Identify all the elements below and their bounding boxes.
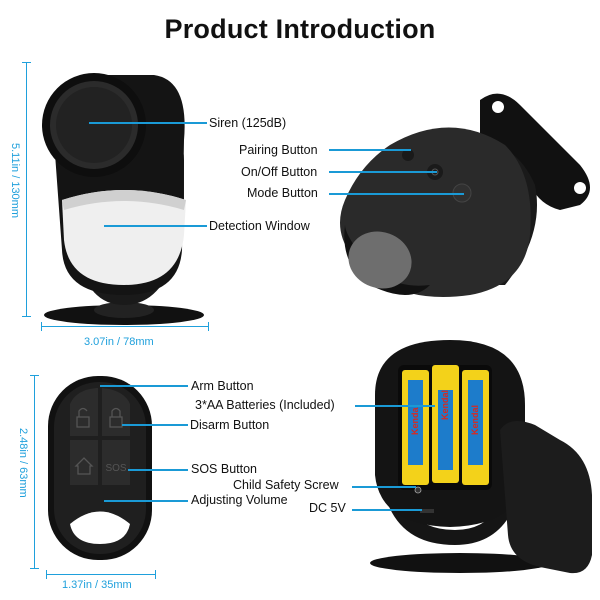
- remote-width-bar: [46, 574, 156, 576]
- mode-callout-line: [329, 193, 464, 195]
- batteries-callout-line: [355, 405, 435, 407]
- remote-width-right-tick: [155, 570, 157, 579]
- arm-button-label: Arm Button: [191, 379, 254, 393]
- svg-text:SOS: SOS: [105, 463, 126, 474]
- dc-5v-label: DC 5V: [309, 501, 346, 515]
- width-dim-right-tick: [208, 322, 210, 331]
- width-dim-bar: [41, 326, 209, 328]
- page-title: Product Introduction: [164, 14, 436, 44]
- motion-sensor-front-illustration: [42, 73, 204, 325]
- disarm-button-label: Disarm Button: [190, 418, 270, 432]
- remote-height-bottom-tick: [30, 568, 39, 570]
- adjusting-volume-label: Adjusting Volume: [191, 493, 288, 507]
- remote-height-dimension: 2.48in / 63mm: [17, 428, 29, 498]
- sos-callout-line: [128, 469, 188, 471]
- arm-callout-line: [100, 385, 188, 387]
- batteries-label: 3*AA Batteries (Included): [195, 398, 335, 412]
- volume-callout-line: [104, 500, 188, 502]
- remote-width-dimension: 1.37in / 35mm: [62, 579, 132, 591]
- disarm-callout-line: [122, 424, 188, 426]
- svg-text:Kendal: Kendal: [410, 405, 420, 435]
- main-height-dimension: 5.11in / 130mm: [9, 143, 21, 219]
- screw-callout-line: [352, 486, 416, 488]
- dc-callout-line: [352, 509, 422, 511]
- pairing-callout-line: [329, 149, 411, 151]
- battery-compartment-illustration: Kendal Kendal Kendal: [370, 340, 592, 574]
- siren-callout-line: [89, 122, 207, 124]
- remote-height-bar: [34, 375, 36, 569]
- detection-window-label: Detection Window: [209, 219, 310, 233]
- onoff-button-label: On/Off Button: [241, 165, 318, 179]
- pairing-button-label: Pairing Button: [239, 143, 318, 157]
- svg-text:Kendal: Kendal: [440, 390, 450, 420]
- sos-button-label: SOS Button: [191, 462, 258, 476]
- detection-callout-line: [104, 225, 207, 227]
- mode-button-label: Mode Button: [247, 186, 318, 200]
- svg-text:Kendal: Kendal: [470, 405, 480, 435]
- motion-sensor-side-illustration: [340, 93, 590, 297]
- siren-label: Siren (125dB): [209, 116, 287, 130]
- height-dim-bar: [26, 62, 28, 317]
- child-safety-screw-label: Child Safety Screw: [233, 478, 339, 492]
- main-width-dimension: 3.07in / 78mm: [84, 336, 154, 348]
- onoff-callout-line: [329, 171, 437, 173]
- height-dim-bottom-tick: [22, 316, 31, 318]
